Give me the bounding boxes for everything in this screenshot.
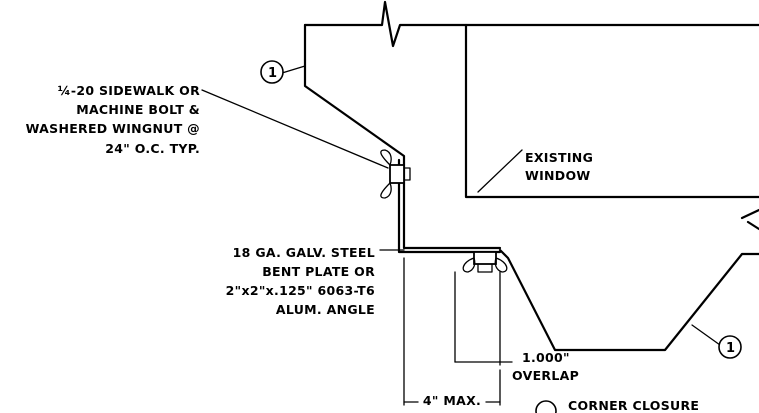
corner-closure-panel-upper [303, 58, 502, 254]
item-tag-right-text: 1 [726, 341, 735, 356]
max-dimension [403, 257, 501, 406]
bolt-note-line-2: MACHINE BOLT & [76, 102, 200, 117]
item-tag-left: 1 [260, 60, 284, 84]
bolt-note-line-3: WASHERED WINGNUT @ [26, 121, 200, 136]
leader-lines [201, 65, 721, 346]
existing-window-outline [464, 23, 759, 199]
corrugated-panel-lower [498, 208, 759, 352]
max-dimension-note: 4" MAX. [403, 393, 501, 408]
bolt-note: ¼-20 SIDEWALK OR MACHINE BOLT & WASHERED… [26, 83, 200, 156]
plate-note-line-4: ALUM. ANGLE [276, 302, 375, 317]
item-tag-right: 1 [718, 335, 742, 359]
bolt-note-line-4: 24" O.C. TYP. [105, 141, 200, 156]
item-tag-left-text: 1 [268, 66, 277, 81]
overlap-dimension [454, 271, 513, 366]
plate-note-line-1: 18 GA. GALV. STEEL [233, 245, 375, 260]
plate-note-line-3: 2"x2"x.125" 6063-T6 [226, 283, 375, 298]
corner-closure-text: CORNER CLOSURE [568, 398, 699, 413]
overlap-note-line-1: 1.000" [522, 350, 570, 365]
plate-note-line-2: BENT PLATE OR [262, 264, 375, 279]
plate-note: 18 GA. GALV. STEEL BENT PLATE OR 2"x2"x.… [226, 245, 375, 317]
window-note-line-2: WINDOW [525, 168, 591, 183]
bolt-note-line-1: ¼-20 SIDEWALK OR [58, 83, 200, 98]
wingnut-lower [462, 251, 508, 273]
window-note-line-1: EXISTING [525, 150, 593, 165]
corner-closure-note: CORNER CLOSURE [535, 398, 699, 413]
wingnut-upper [380, 149, 411, 199]
overlap-note-line-2: OVERLAP [512, 368, 579, 383]
window-note: EXISTING WINDOW [525, 150, 593, 183]
max-dimension-text: 4" MAX. [423, 393, 481, 408]
existing-wall-header [303, 0, 759, 62]
overlap-note: 1.000" OVERLAP [512, 350, 579, 383]
